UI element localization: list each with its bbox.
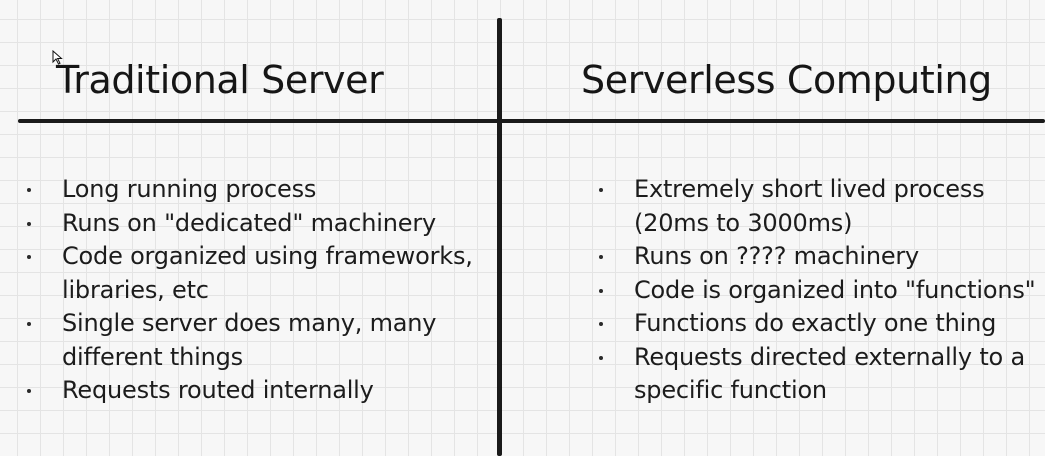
traditional-server-heading: Traditional Server (56, 58, 384, 102)
traditional-server-list: Long running process Runs on "dedicated"… (20, 173, 490, 408)
bullet-text: Runs on ???? machinery (634, 242, 920, 270)
list-item: Code is organized into "functions" (592, 274, 1042, 308)
list-item: Functions do exactly one thing (592, 307, 1042, 341)
heading-underline (18, 119, 1045, 123)
serverless-computing-heading: Serverless Computing (581, 58, 992, 102)
serverless-computing-list: Extremely short lived process (20ms to 3… (592, 173, 1042, 408)
bullet-text: Requests directed externally to a specif… (634, 342, 1025, 405)
list-item: Extremely short lived process (20ms to 3… (592, 173, 1042, 240)
mouse-pointer-icon (52, 50, 63, 65)
bullet-dot-icon (599, 288, 603, 293)
list-item: Single server does many, many different … (20, 307, 490, 374)
list-item: Long running process (20, 173, 490, 207)
bullet-dot-icon (27, 188, 31, 192)
bullet-dot-icon (599, 355, 603, 360)
bullet-dot-icon (599, 322, 603, 326)
list-item: Requests routed internally (20, 374, 490, 408)
bullet-dot-icon (27, 322, 31, 326)
column-divider (497, 18, 502, 456)
bullet-text: Runs on "dedicated" machinery (62, 208, 437, 237)
bullet-text: Functions do exactly one thing (634, 309, 997, 337)
bullet-dot-icon (27, 221, 31, 226)
bullet-text: Single server does many, many different … (62, 309, 437, 371)
bullet-dot-icon (27, 255, 31, 259)
list-item: Runs on "dedicated" machinery (20, 207, 490, 241)
bullet-text: Code organized using frameworks, librari… (62, 242, 473, 304)
bullet-text: Extremely short lived process (20ms to 3… (634, 175, 985, 237)
list-item: Runs on ???? machinery (592, 240, 1042, 274)
list-item: Requests directed externally to a specif… (592, 341, 1042, 408)
bullet-dot-icon (599, 188, 603, 192)
bullet-dot-icon (599, 255, 603, 259)
bullet-text: Long running process (62, 175, 317, 203)
bullet-text: Requests routed internally (62, 376, 374, 404)
list-item: Code organized using frameworks, librari… (20, 240, 490, 307)
bullet-text: Code is organized into "functions" (634, 275, 1036, 304)
bullet-dot-icon (27, 389, 31, 393)
